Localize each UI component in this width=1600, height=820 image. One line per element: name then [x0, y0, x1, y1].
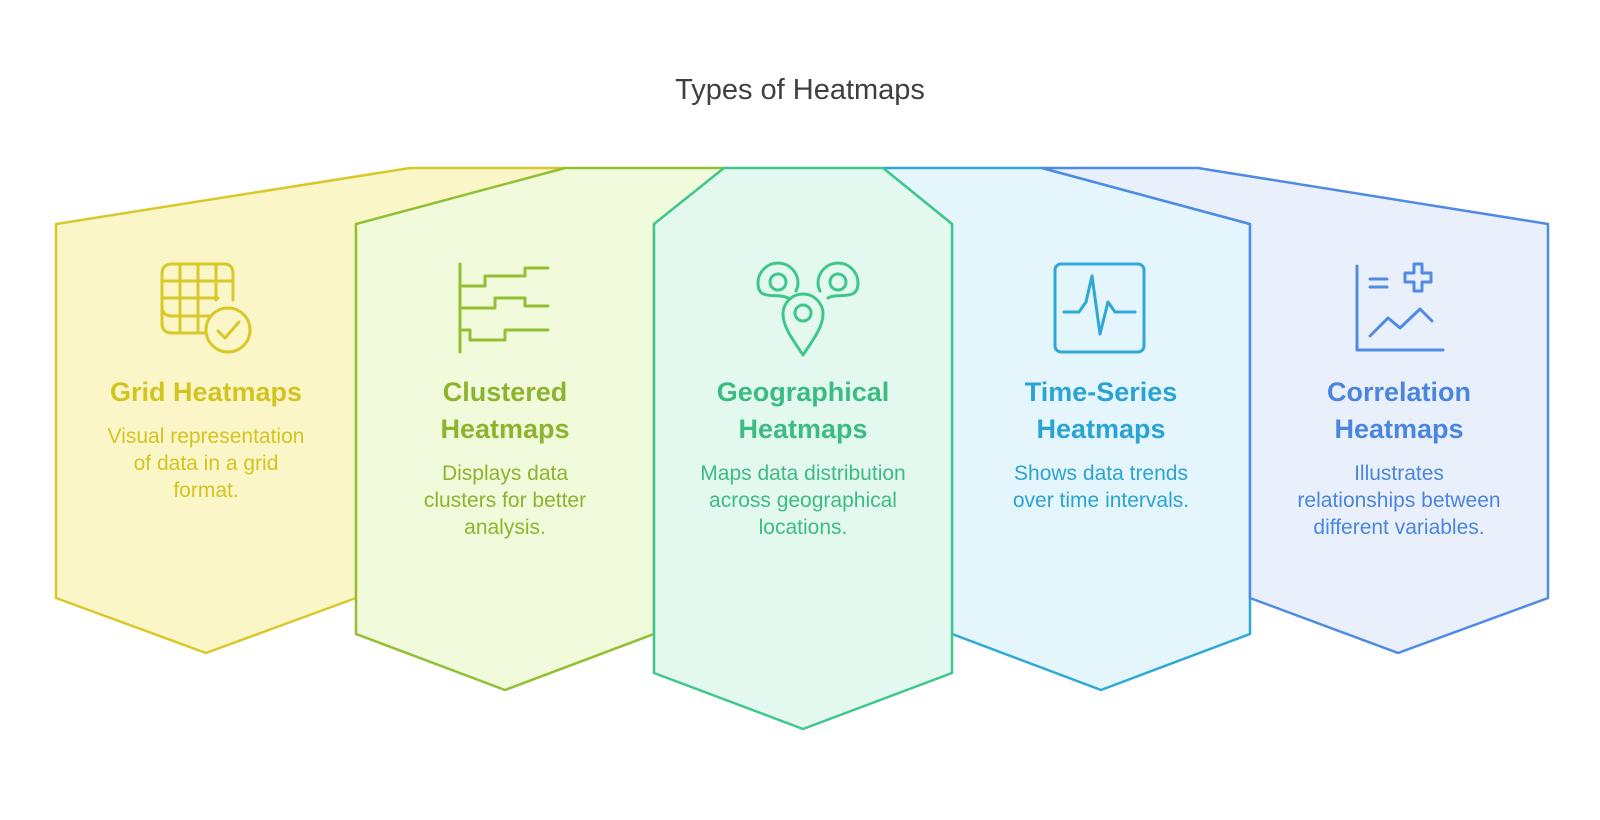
card-text-grid: Grid Heatmaps Visual representation of d…	[56, 374, 356, 504]
map-pins-icon	[756, 261, 860, 357]
card-heading: Grid Heatmaps	[109, 377, 303, 407]
card-text-geographical: Geographical Heatmaps Maps data distribu…	[653, 374, 953, 541]
card-description: Shows data trends over time intervals.	[1012, 462, 1190, 512]
card-geographical-heatmaps	[652, 166, 954, 731]
card-shape	[652, 166, 954, 731]
card-heading: Geographical Heatmaps	[716, 377, 890, 444]
card-description: Visual representation of data in a grid …	[107, 425, 305, 502]
grid-check-icon	[160, 262, 252, 354]
card-description: Maps data distribution across geographic…	[700, 462, 906, 539]
waveform-icon	[1053, 262, 1146, 354]
card-text-clustered: Clustered Heatmaps Displays data cluster…	[355, 374, 655, 541]
diagram-title: Types of Heatmaps	[675, 74, 925, 106]
card-heading: Clustered Heatmaps	[440, 377, 570, 444]
cluster-steps-icon	[458, 262, 550, 354]
card-description: Displays data clusters for better analys…	[423, 462, 587, 539]
card-heading: Correlation Heatmaps	[1326, 377, 1472, 444]
card-text-time-series: Time-Series Heatmaps Shows data trends o…	[951, 374, 1251, 514]
card-heading: Time-Series Heatmaps	[1024, 377, 1178, 444]
correlation-chart-icon	[1355, 262, 1445, 352]
card-text-correlation: Correlation Heatmaps Illustrates relatio…	[1249, 374, 1549, 541]
card-description: Illustrates relationships between differ…	[1297, 462, 1501, 539]
